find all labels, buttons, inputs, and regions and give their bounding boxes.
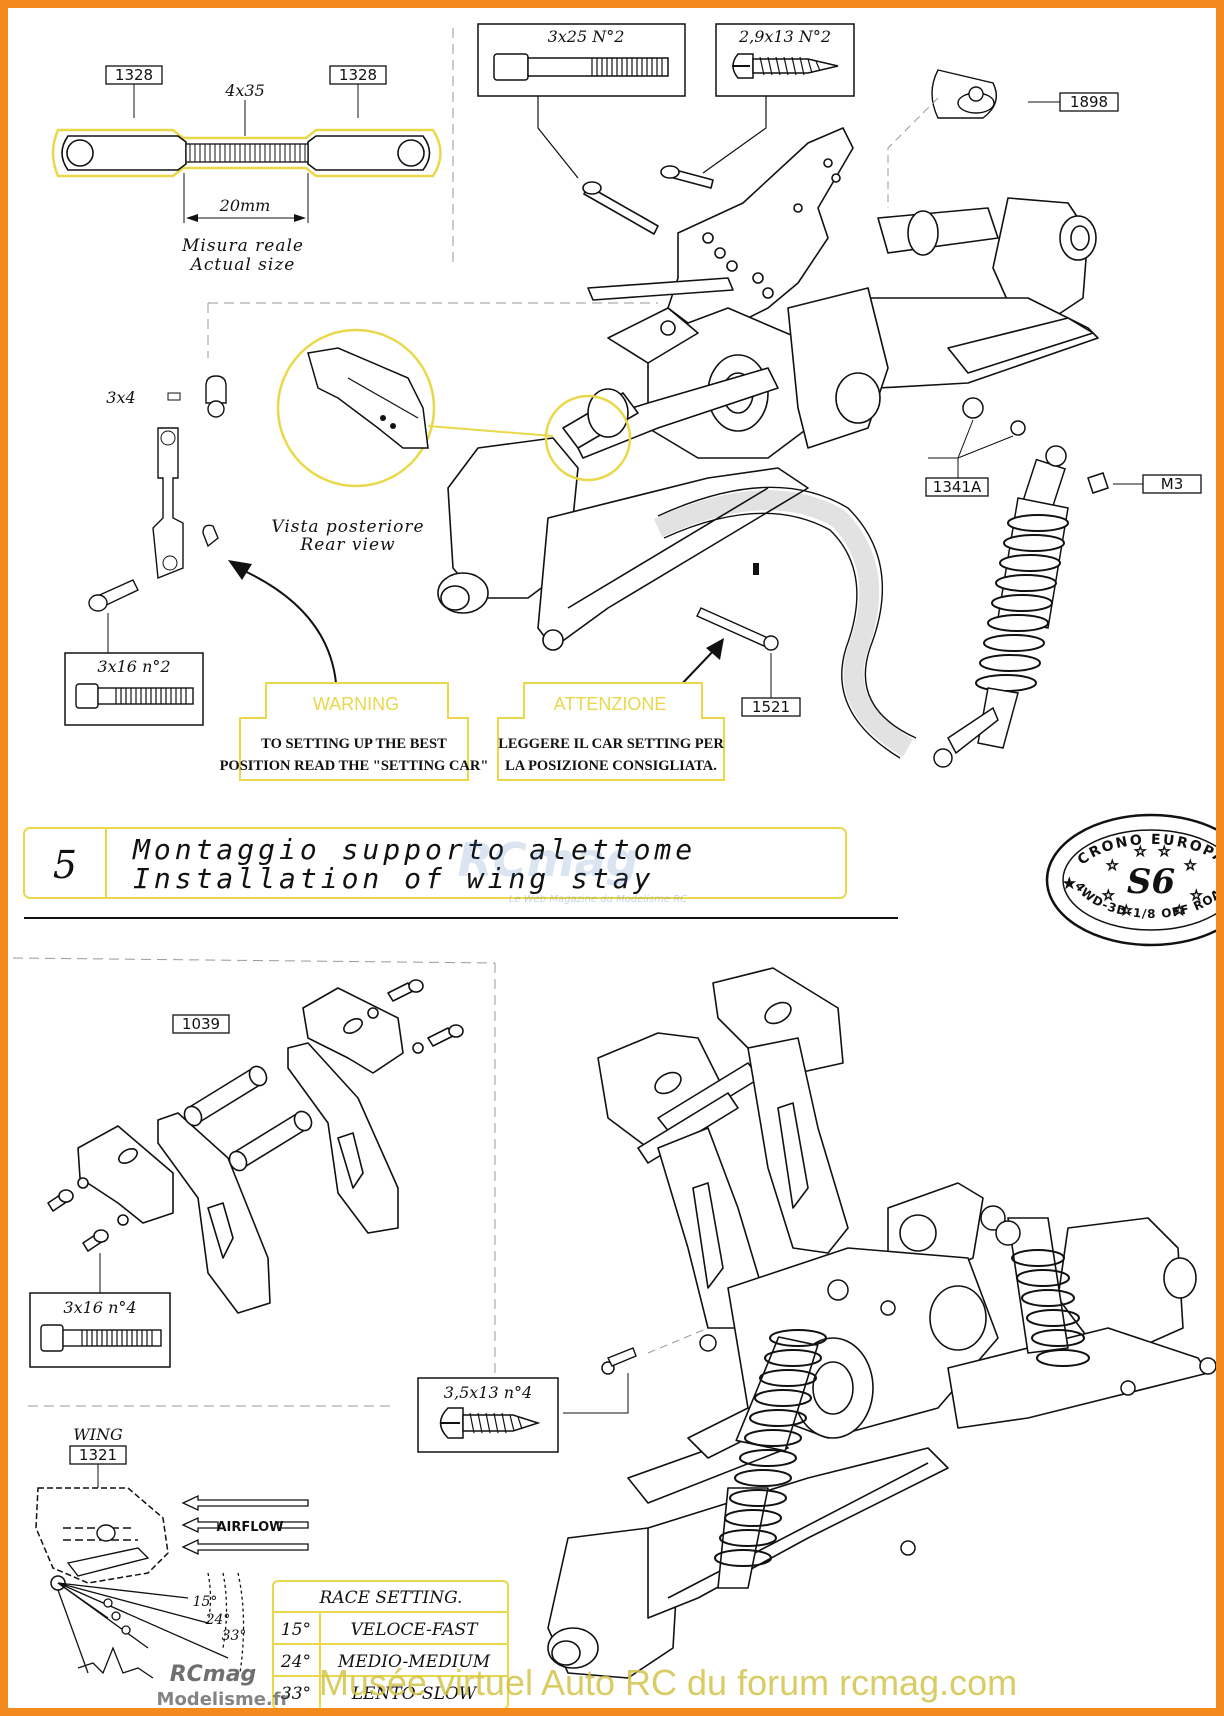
part-box-m3: [1142, 474, 1202, 494]
race-setting-row-3-label: LENTO-SLOW: [351, 1684, 478, 1704]
camber-link-parts: 3x4 3x16 n°2: [64, 375, 337, 726]
race-setting-table: RACE SETTING. 15° VELOCE-FAST 24° MEDIO-…: [272, 1580, 509, 1708]
attenzione-notice: ATTENZIONE LEGGERE IL CAR SETTING PER LA…: [497, 682, 725, 781]
part-label-1039: 1039: [182, 1015, 220, 1033]
part-label-1321: 1321: [79, 1446, 117, 1464]
rcmag-watermark-subtitle: Le Web Magazine du Modelisme RC: [509, 894, 687, 905]
part-label-1328-left: 1328: [115, 66, 153, 84]
screw-label-3.5x13: 3,5x13 n°4: [444, 1383, 532, 1402]
airflow-label: AIRFLOW: [217, 1520, 284, 1535]
svg-text:☆: ☆: [1173, 903, 1186, 919]
rod-size-label: 4x35: [224, 81, 265, 100]
race-setting-row-1-angle: 15°: [281, 1620, 311, 1640]
part-label-1328-right: 1328: [339, 66, 377, 84]
warning-notice: WARNING TO SETTING UP THE BEST POSITION …: [220, 682, 489, 781]
wing-label: WING: [73, 1425, 123, 1444]
screw-box-3.5x13: 3,5x13 n°4: [417, 1377, 559, 1453]
part-label-1898: 1898: [1070, 93, 1108, 111]
rear-view-detail: Vista posteriore Rear view: [271, 328, 632, 555]
instruction-drawing: 1328 1328 4x35 20mm Misura r: [12, 23, 1216, 1710]
attenzione-line-1: LEGGERE IL CAR SETTING PER: [498, 736, 724, 752]
ball-screw-label: 3x4: [106, 388, 135, 407]
logo-center-text: S6: [1127, 862, 1175, 902]
screw-box-3x25: 3x25 N°2: [477, 23, 686, 97]
attenzione-line-2: LA POSIZIONE CONSIGLIATA.: [505, 758, 717, 774]
step-title-en: Installation of wing stay: [133, 862, 654, 895]
screw-label-3x16-4: 3x16 n°4: [63, 1298, 136, 1317]
wing-angle-33: 33°: [222, 1628, 247, 1644]
svg-text:☆: ☆: [1184, 858, 1197, 874]
rcmag-watermark: RCmag: [457, 833, 638, 887]
svg-text:☆: ☆: [1190, 888, 1203, 904]
wing-angle-diagram: WING 1321 AIRFLOW: [35, 1425, 309, 1679]
wing-angle-24: 24°: [205, 1612, 231, 1628]
race-setting-row-3-angle: 33°: [281, 1684, 311, 1704]
svg-text:☆: ☆: [1134, 844, 1147, 860]
corner-watermark-top: RCmag: [170, 1662, 257, 1687]
svg-text:☆: ☆: [1120, 903, 1133, 919]
rod-length-label: 20mm: [219, 196, 271, 215]
attenzione-title: ATTENZIONE: [554, 694, 667, 714]
svg-text:☆: ☆: [1106, 858, 1119, 874]
shock-springs-drawing: [714, 1249, 1090, 1567]
screw-label-3x25: 3x25 N°2: [548, 27, 625, 46]
part-box-1341a: [925, 477, 989, 497]
part-1898: 1898: [887, 69, 1119, 208]
corner-watermark-bottom: Modelisme.fr: [157, 1689, 290, 1710]
step-title-it: Montaggio supporto alettome: [132, 833, 696, 866]
screw-label-2.9x13: 2,9x13 N°2: [738, 27, 831, 46]
race-setting-row-2-angle: 24°: [280, 1652, 311, 1672]
rear-view-caption-en: Rear view: [299, 535, 395, 555]
svg-text:☆: ☆: [1158, 844, 1171, 860]
actual-size-caption-en: Actual size: [189, 255, 296, 275]
rear-suspension-assembly-drawing: [437, 127, 1099, 651]
warning-line-2: POSITION READ THE "SETTING CAR": [220, 758, 489, 774]
race-setting-title: RACE SETTING.: [319, 1588, 463, 1608]
screw-label-3x16-2: 3x16 n°2: [97, 657, 170, 676]
wing-mount-exploded-drawing: 1039: [29, 979, 464, 1368]
part-label-m3: M3: [1161, 475, 1184, 493]
race-setting-row-1-label: VELOCE-FAST: [351, 1620, 480, 1640]
warning-line-1: TO SETTING UP THE BEST: [261, 736, 447, 752]
warning-title: WARNING: [313, 694, 399, 714]
crono-europa-logo: CRONO EUROPA 4WD-3D-1/8 OFF ROAD S6 ☆☆ ☆…: [1045, 813, 1216, 947]
turnbuckle-rod-drawing: 1328 1328 4x35 20mm Misura r: [51, 65, 442, 275]
wing-angle-15: 15°: [193, 1594, 218, 1610]
section-dividers: [12, 28, 658, 1407]
svg-text:☆: ☆: [1102, 888, 1115, 904]
race-setting-row-2-label: MEDIO-MEDIUM: [337, 1652, 491, 1672]
assembled-rear-end-drawing: [547, 967, 1216, 1679]
rear-view-caption-it: Vista posteriore: [271, 517, 424, 537]
step-number: 5: [53, 843, 77, 887]
svg-text:★: ★: [1063, 876, 1076, 892]
shock-absorber-drawing: [933, 397, 1109, 768]
step-header: 5 Montaggio supporto alettome Installati…: [23, 827, 898, 919]
footer-watermark: Musée virtuel Auto RC du forum rcmag.com: [319, 1662, 1017, 1703]
actual-size-caption-it: Misura reale: [181, 236, 304, 256]
pin-1521: 1521: [677, 563, 801, 717]
screw-box-2.9x13: 2,9x13 N°2: [715, 23, 855, 97]
part-label-1341a: 1341A: [933, 478, 982, 496]
part-label-1521: 1521: [752, 698, 790, 716]
